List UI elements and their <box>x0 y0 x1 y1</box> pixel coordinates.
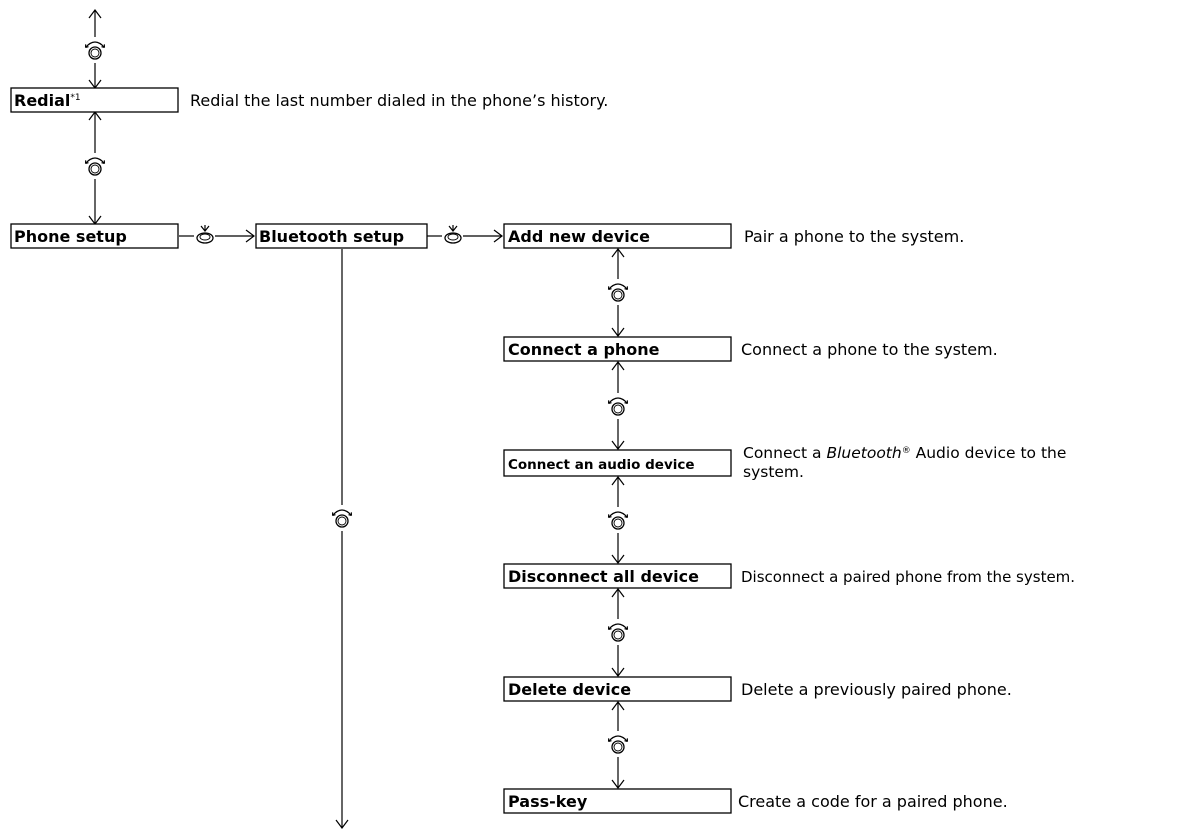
connect-audio-device-box <box>503 449 732 477</box>
pass-key-description: Create a code for a paired phone. <box>738 792 1008 811</box>
bluetooth-setup-label: Bluetooth setup <box>259 227 404 246</box>
disconnect-all-device-box <box>503 563 732 589</box>
selector-knob-press-icon <box>444 224 462 244</box>
redial-footnote: *1 <box>70 93 80 103</box>
connect-audio-device-description-line2: system. <box>743 463 804 481</box>
redial-description: Redial the last number dialed in the pho… <box>190 91 608 110</box>
phone-setup-box <box>10 223 179 249</box>
pass-key-box <box>503 788 732 814</box>
delete-device-label: Delete device <box>508 680 631 699</box>
selector-knob-press-icon <box>196 224 214 244</box>
disconnect-all-device-description: Disconnect a paired phone from the syste… <box>741 568 1075 586</box>
add-new-device-description: Pair a phone to the system. <box>744 227 964 246</box>
add-new-device-box <box>503 223 732 249</box>
redial-box <box>10 87 179 113</box>
redial-label: Redial*1 <box>14 91 81 110</box>
connect-a-phone-description: Connect a phone to the system. <box>741 340 998 359</box>
bluetooth-setup-box <box>255 223 428 249</box>
add-new-device-label: Add new device <box>508 227 650 246</box>
delete-device-description: Delete a previously paired phone. <box>741 680 1012 699</box>
disconnect-all-device-label: Disconnect all device <box>508 567 699 586</box>
pass-key-label: Pass-key <box>508 792 588 811</box>
connect-audio-device-description-line1: Connect a Bluetooth® Audio device to the <box>743 444 1066 462</box>
connect-audio-device-label: Connect an audio device <box>508 457 695 473</box>
phone-setup-label: Phone setup <box>14 227 127 246</box>
connect-a-phone-box <box>503 336 732 362</box>
connect-a-phone-label: Connect a phone <box>508 340 660 359</box>
delete-device-box <box>503 676 732 702</box>
